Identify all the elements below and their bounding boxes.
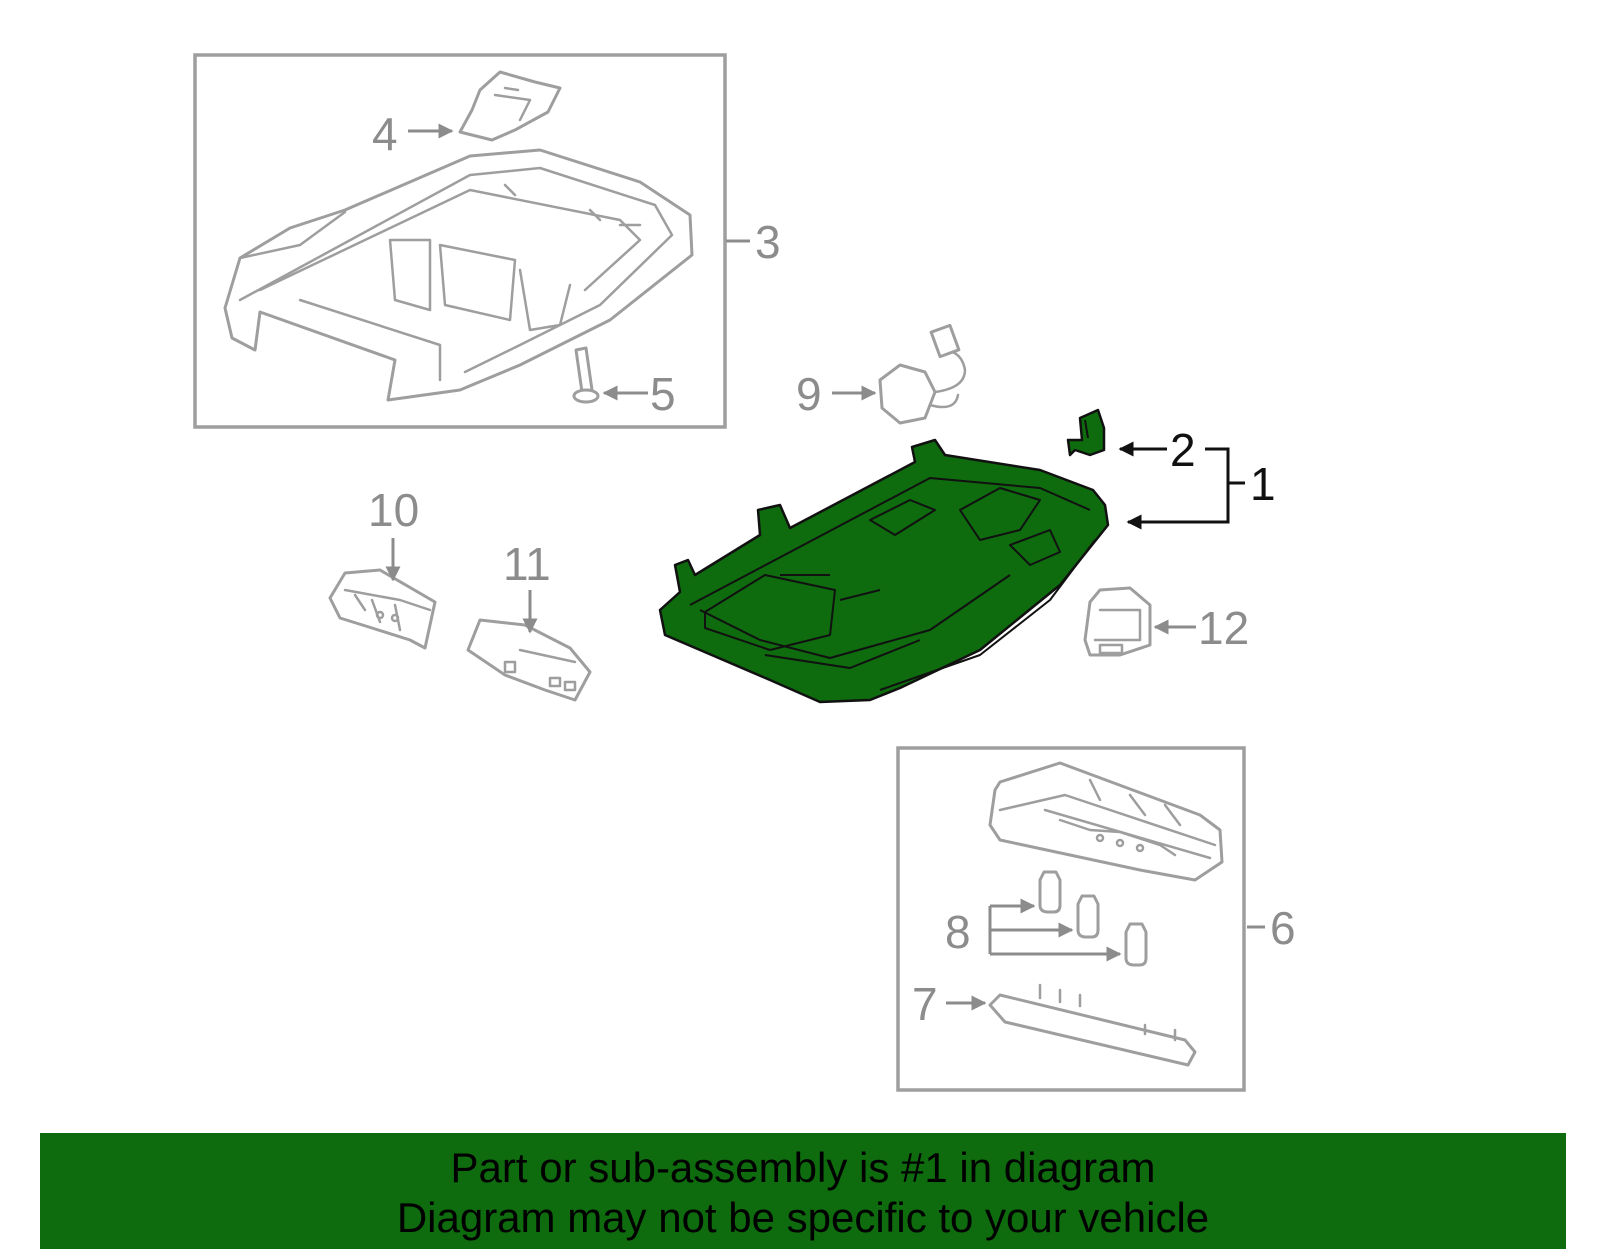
callout-8: 8 <box>945 906 971 958</box>
info-banner: Part or sub-assembly is #1 in diagram Di… <box>40 1133 1566 1249</box>
part-11-bracket[interactable] <box>466 618 592 702</box>
group-box-3 <box>193 53 727 429</box>
callout-9: 9 <box>796 368 822 420</box>
part-3-console-housing[interactable] <box>223 148 694 402</box>
part-2-clip[interactable] <box>1066 408 1106 457</box>
callout-4: 4 <box>372 108 398 160</box>
part-1-overhead-console[interactable] <box>658 438 1110 704</box>
callout-10: 10 <box>368 484 419 536</box>
callout-7: 7 <box>912 978 938 1030</box>
callout-12: 12 <box>1198 602 1249 654</box>
part-5-pin[interactable] <box>572 346 600 404</box>
callout-5: 5 <box>650 368 676 420</box>
part-8-bulb-1[interactable] <box>1038 870 1062 914</box>
info-banner-background <box>40 1133 1566 1249</box>
part-4-clip[interactable] <box>458 70 562 142</box>
banner-line-1: Part or sub-assembly is #1 in diagram <box>450 1144 1156 1191</box>
part-10-switch[interactable] <box>328 568 437 650</box>
callout-2: 2 <box>1170 424 1196 476</box>
callout-3: 3 <box>755 216 781 268</box>
part-12-module[interactable] <box>1083 586 1152 657</box>
part-9-sensor[interactable] <box>878 323 967 425</box>
part-6-lamp-housing[interactable] <box>988 761 1224 882</box>
part-7-lens[interactable] <box>988 983 1197 1067</box>
part-8-bulb-2[interactable] <box>1076 894 1100 939</box>
callout-6: 6 <box>1270 902 1296 954</box>
callout-1: 1 <box>1250 458 1276 510</box>
callout-11: 11 <box>503 538 551 590</box>
banner-line-2: Diagram may not be specific to your vehi… <box>396 1194 1210 1241</box>
group-box-6 <box>896 746 1246 1092</box>
leader-1-bracket <box>1126 447 1230 530</box>
part-8-bulb-3[interactable] <box>1124 922 1148 967</box>
